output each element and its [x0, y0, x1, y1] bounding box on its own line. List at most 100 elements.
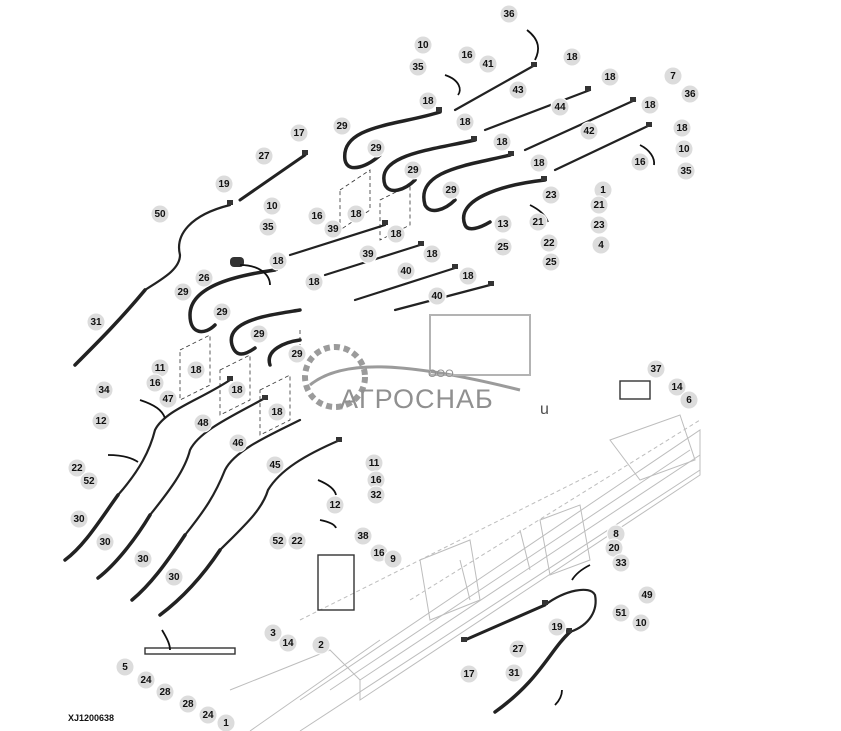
- svg-text:16: 16: [634, 157, 646, 168]
- svg-text:18: 18: [459, 117, 471, 128]
- svg-text:47: 47: [162, 394, 174, 405]
- svg-text:36: 36: [503, 9, 515, 20]
- svg-text:18: 18: [533, 158, 545, 169]
- svg-text:39: 39: [362, 249, 374, 260]
- callout-2: 2: [311, 635, 331, 655]
- svg-text:32: 32: [370, 490, 382, 501]
- svg-text:18: 18: [231, 385, 243, 396]
- svg-text:18: 18: [462, 271, 474, 282]
- callout-18: 18: [267, 402, 287, 422]
- callout-18: 18: [268, 251, 288, 271]
- callout-18: 18: [186, 360, 206, 380]
- watermark-suffix: u: [540, 401, 549, 418]
- callout-18: 18: [562, 47, 582, 67]
- fittings: [144, 62, 652, 655]
- svg-text:19: 19: [218, 179, 230, 190]
- callout-39: 39: [323, 219, 343, 239]
- svg-text:11: 11: [369, 458, 380, 469]
- svg-text:23: 23: [545, 190, 557, 201]
- svg-text:29: 29: [253, 329, 265, 340]
- callout-10: 10: [413, 35, 433, 55]
- callout-46: 46: [228, 433, 248, 453]
- callout-12: 12: [91, 411, 111, 431]
- callout-8: 8: [606, 524, 626, 544]
- callout-13: 13: [493, 214, 513, 234]
- svg-text:18: 18: [426, 249, 438, 260]
- callout-30: 30: [95, 532, 115, 552]
- callout-17: 17: [289, 123, 309, 143]
- svg-text:16: 16: [461, 50, 473, 61]
- callout-16: 16: [307, 206, 327, 226]
- svg-text:31: 31: [90, 317, 102, 328]
- svg-text:18: 18: [644, 100, 656, 111]
- callout-14: 14: [667, 377, 687, 397]
- svg-text:35: 35: [680, 166, 692, 177]
- callout-9: 9: [383, 549, 403, 569]
- svg-text:22: 22: [543, 238, 555, 249]
- callout-44: 44: [550, 97, 570, 117]
- callout-29: 29: [332, 116, 352, 136]
- svg-text:30: 30: [137, 554, 149, 565]
- svg-text:29: 29: [407, 165, 419, 176]
- callout-18: 18: [529, 153, 549, 173]
- svg-text:1: 1: [223, 718, 229, 729]
- svg-text:18: 18: [308, 277, 320, 288]
- svg-text:14: 14: [671, 382, 683, 393]
- svg-text:22: 22: [291, 536, 303, 547]
- svg-text:31: 31: [508, 668, 520, 679]
- callout-45: 45: [265, 455, 285, 475]
- callout-16: 16: [457, 45, 477, 65]
- callout-18: 18: [422, 244, 442, 264]
- svg-text:51: 51: [615, 608, 627, 619]
- callout-37: 37: [646, 359, 666, 379]
- callout-31: 31: [504, 663, 524, 683]
- svg-text:39: 39: [327, 224, 339, 235]
- callout-35: 35: [408, 57, 428, 77]
- svg-text:16: 16: [373, 548, 385, 559]
- callout-18: 18: [600, 67, 620, 87]
- svg-text:16: 16: [149, 378, 161, 389]
- callout-5: 5: [115, 657, 135, 677]
- svg-text:29: 29: [445, 185, 457, 196]
- svg-text:41: 41: [482, 59, 494, 70]
- callout-29: 29: [249, 324, 269, 344]
- watermark-logo: ООО АГРОСНАБ u: [302, 314, 549, 418]
- callout-18: 18: [640, 95, 660, 115]
- callout-31: 31: [86, 312, 106, 332]
- callout-17: 17: [459, 664, 479, 684]
- callout-23: 23: [589, 215, 609, 235]
- svg-text:38: 38: [357, 531, 369, 542]
- callout-26: 26: [194, 268, 214, 288]
- svg-text:29: 29: [216, 307, 228, 318]
- callout-29: 29: [287, 344, 307, 364]
- svg-text:29: 29: [336, 121, 348, 132]
- svg-text:18: 18: [604, 72, 616, 83]
- svg-text:1: 1: [600, 185, 606, 196]
- svg-text:24: 24: [202, 710, 214, 721]
- callout-18: 18: [304, 272, 324, 292]
- svg-text:37: 37: [650, 364, 662, 375]
- svg-text:17: 17: [463, 669, 475, 680]
- callout-18: 18: [455, 112, 475, 132]
- callout-25: 25: [541, 252, 561, 272]
- callout-29: 29: [403, 160, 423, 180]
- svg-text:40: 40: [400, 266, 412, 277]
- svg-text:18: 18: [272, 256, 284, 267]
- svg-text:29: 29: [370, 143, 382, 154]
- svg-text:18: 18: [350, 209, 362, 220]
- callout-49: 49: [637, 585, 657, 605]
- callout-1: 1: [216, 713, 236, 731]
- callout-21: 21: [528, 212, 548, 232]
- callout-18: 18: [492, 132, 512, 152]
- callout-14: 14: [278, 633, 298, 653]
- svg-text:45: 45: [269, 460, 281, 471]
- watermark-prefix: ООО: [428, 368, 454, 380]
- svg-text:30: 30: [168, 572, 180, 583]
- svg-text:4: 4: [598, 240, 604, 251]
- callout-12: 12: [325, 495, 345, 515]
- svg-text:27: 27: [258, 151, 270, 162]
- svg-text:13: 13: [497, 219, 509, 230]
- figure-reference-code: XJ1200638: [68, 713, 115, 723]
- svg-text:2: 2: [318, 640, 324, 651]
- svg-text:14: 14: [282, 638, 294, 649]
